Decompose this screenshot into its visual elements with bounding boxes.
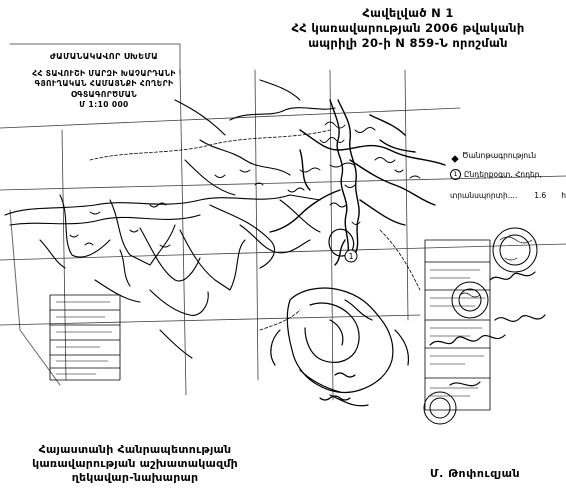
map-title: ԺԱՄԱՆԱԿԱՎՈՐ ՍԽԵՄԱ xyxy=(49,52,159,61)
footer-signatory-title: Հայաստանի Հանրապետության կառավարության ա… xyxy=(10,443,260,485)
map-roads xyxy=(89,129,421,331)
header-government-line: ՀՀ կառավարության 2006 թվականի xyxy=(291,21,525,35)
map-title-block: ԺԱՄԱՆԱԿԱՎՈՐ ՍԽԵՄԱ ՀՀ ՏԱՎՈՒՇԻ ՄԱՐԶԻ ԽԱՉԱՐ… xyxy=(14,52,194,111)
legend-item-value: 1.6 xyxy=(534,191,547,200)
legend-heading: Ծանոթագրություն xyxy=(462,151,537,160)
header-annex-line: Հավելված N 1 xyxy=(362,6,454,20)
legend-heading-row: Ծանոթագրություն xyxy=(450,150,560,161)
legend-item-row: 1 Ընդերքօգտ. Հողեր, xyxy=(450,169,560,180)
map-legend: Ծանոթագրություն 1 Ընդերքօգտ. Հողեր, տրան… xyxy=(450,150,566,201)
map-marker-circle xyxy=(344,249,358,263)
map-grid xyxy=(0,69,566,401)
legend-item-unit: հա xyxy=(561,191,566,200)
document-header: Հավելված N 1 ՀՀ կառավարության 2006 թվակա… xyxy=(258,6,558,51)
map-parcels-west xyxy=(4,79,336,359)
legend-item-row2: տրանսպորտի.... 1.6 հա xyxy=(450,190,566,201)
map-marker-label: 1 xyxy=(348,252,353,261)
map-parcels-south xyxy=(270,287,410,407)
map-settlement-corridor xyxy=(269,99,446,266)
footer-line2: կառավարության աշխատակազմի xyxy=(32,457,238,470)
legend-item-text: Ընդերքօգտ. Հողեր, xyxy=(464,170,542,179)
map-signatures xyxy=(429,271,546,387)
header-decision-line: ապրիլի 20-ի N 859-Ն որոշման xyxy=(308,36,508,50)
map-subtitle-line1: ՀՀ ՏԱՎՈՒՇԻ ՄԱՐԶԻ ԽԱՉԱՐԴԱՆԻ xyxy=(32,68,176,78)
map-dense-texture xyxy=(69,121,421,248)
footer-line3: ղեկավար-նախարար xyxy=(71,471,199,484)
footer-line1: Հայաստանի Հանրապետության xyxy=(38,443,232,456)
map-scale: Մ 1:10 000 xyxy=(79,100,129,109)
legend-item-number: 1 xyxy=(450,169,461,180)
footer-signatory-name: Մ. Թոփուզյան xyxy=(430,467,521,480)
map-seals xyxy=(423,227,538,425)
map-approval-table xyxy=(424,239,491,411)
map-legend-box xyxy=(49,294,121,381)
map-subtitle-line3: ՕԳՏԱԳՈՐԾՄԱՆ xyxy=(70,89,138,99)
legend-item-text2: տրանսպորտի.... xyxy=(450,191,518,200)
map-subtitle-line2: ԳՅՈՒՂԱԿԱՆ ՀԱՄԱՅՆՔԻ ՀՈՂԵՐԻ xyxy=(34,79,174,88)
